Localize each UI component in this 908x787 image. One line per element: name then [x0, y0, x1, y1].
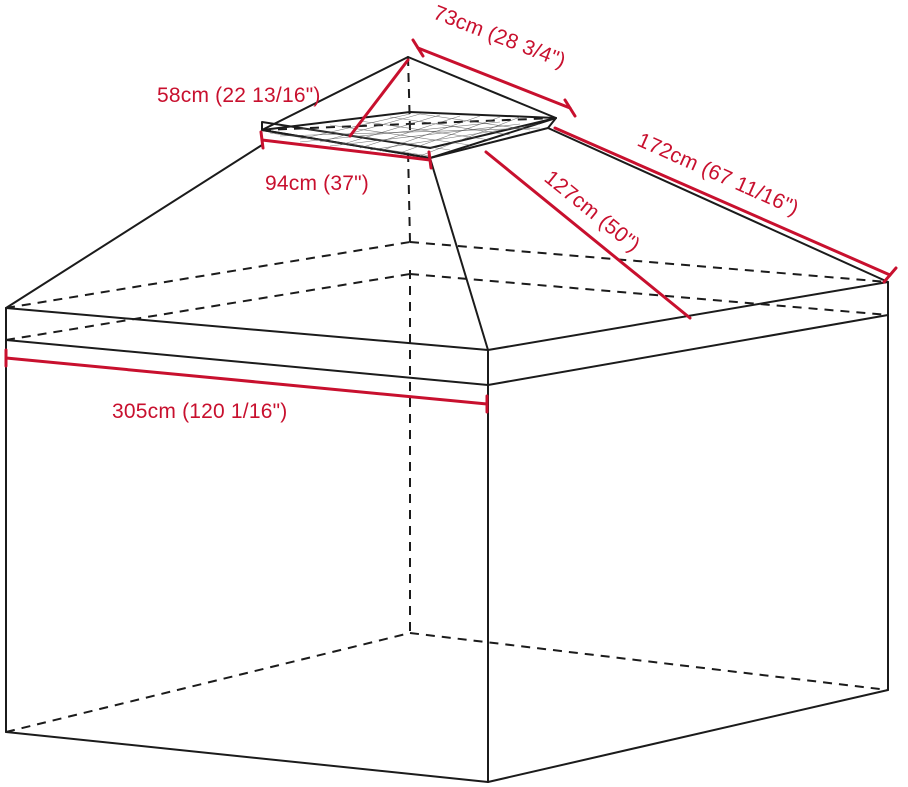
back-bottom-left — [5, 632, 411, 733]
right-lower-beam — [487, 314, 889, 386]
dim-line-roof-edge — [553, 126, 892, 277]
dim-tick-vent-width-b — [427, 150, 433, 170]
back-top-beam-right — [409, 241, 889, 283]
right-bottom-edge — [487, 689, 889, 783]
dim-tick-vent-width-a — [259, 130, 265, 150]
front-top-beam — [5, 307, 489, 351]
label-roof-slope: 127cm (50") — [540, 166, 645, 257]
vent-peak-right — [407, 56, 557, 119]
vent-peak-left — [261, 56, 409, 131]
roof-right-slope — [547, 127, 889, 283]
back-bottom-right — [409, 632, 889, 691]
roof-front-slope — [429, 157, 489, 351]
label-vent-width: 94cm (37") — [265, 172, 369, 195]
label-vent-height: 58cm (22 13/16") — [157, 84, 321, 107]
front-lower-beam — [5, 339, 489, 386]
dim-line-roof-slope — [484, 150, 692, 320]
dimension-lines — [4, 38, 898, 414]
roof-back-slope — [407, 149, 411, 243]
dim-line-top-vent-side — [416, 46, 572, 110]
top-vent — [261, 111, 557, 159]
dim-tick-top-vent-b — [563, 98, 577, 118]
hidden-edges — [5, 56, 889, 733]
dim-tick-top-vent-a — [411, 38, 425, 58]
dim-line-vent-height — [348, 58, 410, 138]
vent-mesh — [269, 113, 541, 157]
back-lower-beam-left — [5, 273, 411, 341]
back-top-beam-left — [5, 241, 411, 309]
front-bottom-edge — [5, 731, 489, 783]
vent-peak-back — [407, 56, 411, 131]
label-base-width: 305cm (120 1/16") — [112, 400, 287, 423]
roof-left-slope — [5, 144, 263, 309]
dim-tick-roof-edge-b — [882, 266, 898, 284]
dim-line-vent-width — [260, 138, 432, 162]
dim-line-base-width — [4, 356, 489, 406]
